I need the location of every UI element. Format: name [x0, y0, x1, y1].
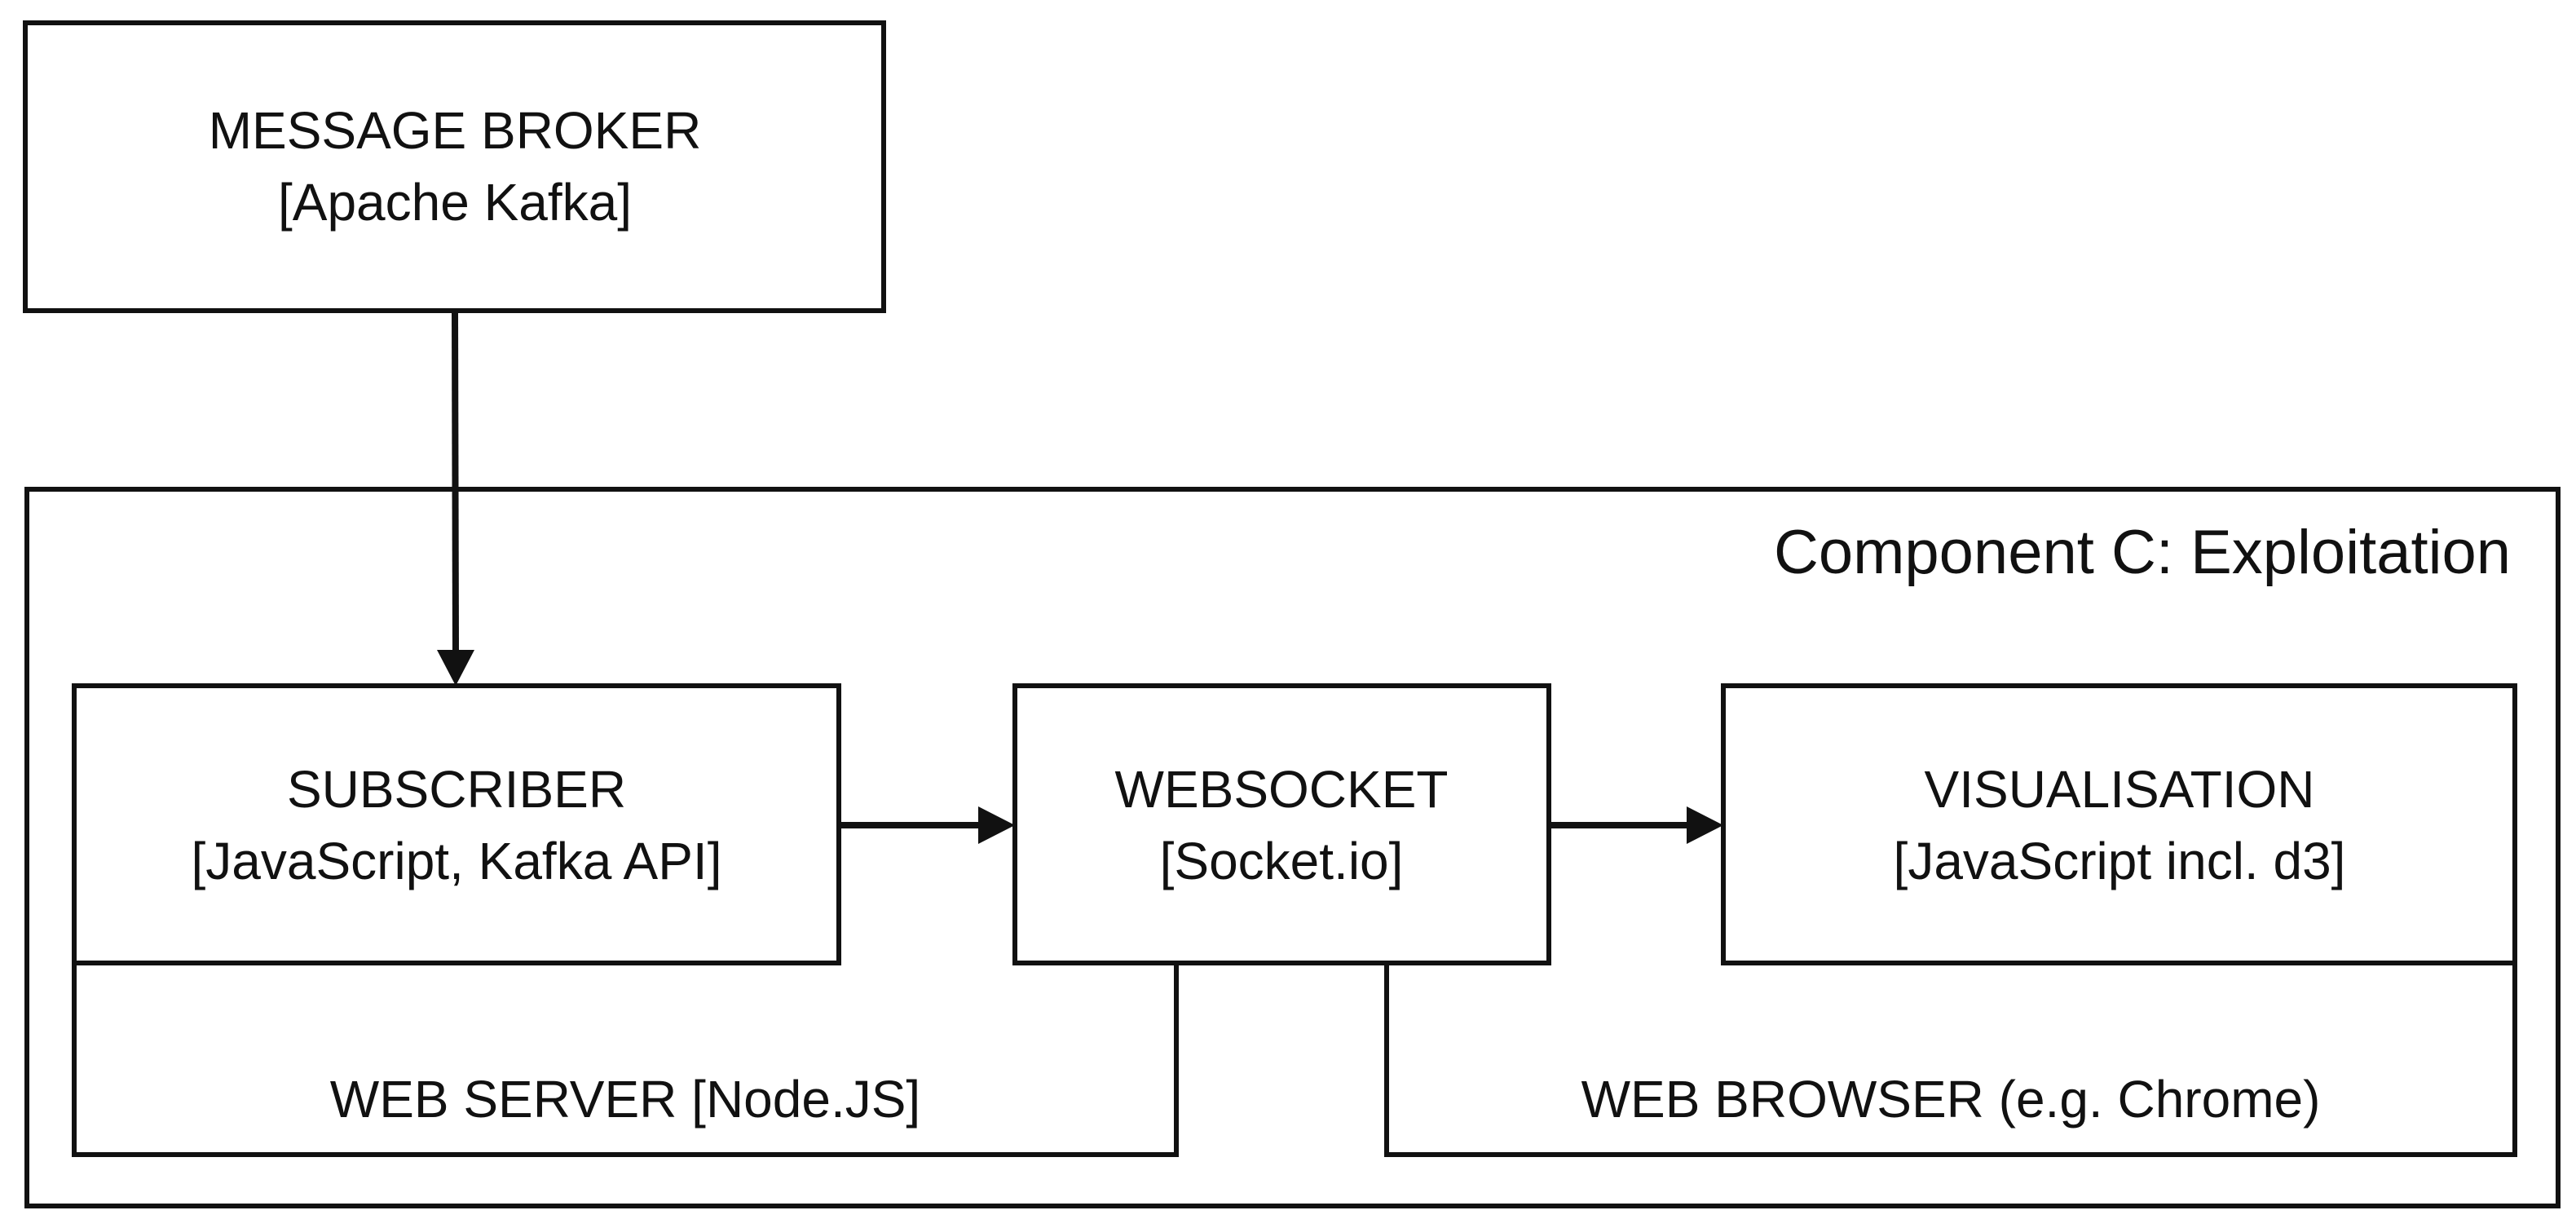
component-container: Component C: Exploitation — [24, 487, 2561, 1208]
visualisation-title: VISUALISATION — [1925, 760, 2315, 819]
subscriber-subtitle: [JavaScript, Kafka API] — [192, 832, 722, 890]
message-broker-subtitle: [Apache Kafka] — [278, 173, 632, 232]
arrow-subscriber-to-websocket — [839, 806, 1015, 844]
web-browser-region — [1384, 962, 2517, 1157]
subscriber-title: SUBSCRIBER — [287, 760, 626, 819]
websocket-subtitle: [Socket.io] — [1160, 832, 1404, 890]
web-server-label: WEB SERVER [Node.JS] — [330, 1070, 920, 1129]
web-server-region — [72, 962, 1179, 1157]
visualisation-node: VISUALISATION [JavaScript incl. d3] — [1721, 683, 2517, 965]
visualisation-box — [1721, 683, 2517, 965]
arrow-websocket-to-visualisation — [1549, 806, 1723, 844]
arrow-broker-to-subscriber — [437, 310, 474, 686]
message-broker-box — [23, 20, 886, 313]
message-broker-title: MESSAGE BROKER — [209, 101, 702, 160]
component-box — [24, 487, 2561, 1208]
websocket-title: WEBSOCKET — [1115, 760, 1449, 819]
visualisation-subtitle: [JavaScript incl. d3] — [1894, 832, 2346, 890]
component-title: Component C: Exploitation — [1774, 518, 2511, 587]
websocket-box — [1012, 683, 1551, 965]
subscriber-node: SUBSCRIBER [JavaScript, Kafka API] — [72, 683, 841, 965]
web-browser-label: WEB BROWSER (e.g. Chrome) — [1581, 1070, 2321, 1129]
message-broker-node: MESSAGE BROKER [Apache Kafka] — [23, 20, 886, 313]
subscriber-box — [72, 683, 841, 965]
websocket-node: WEBSOCKET [Socket.io] — [1012, 683, 1551, 965]
